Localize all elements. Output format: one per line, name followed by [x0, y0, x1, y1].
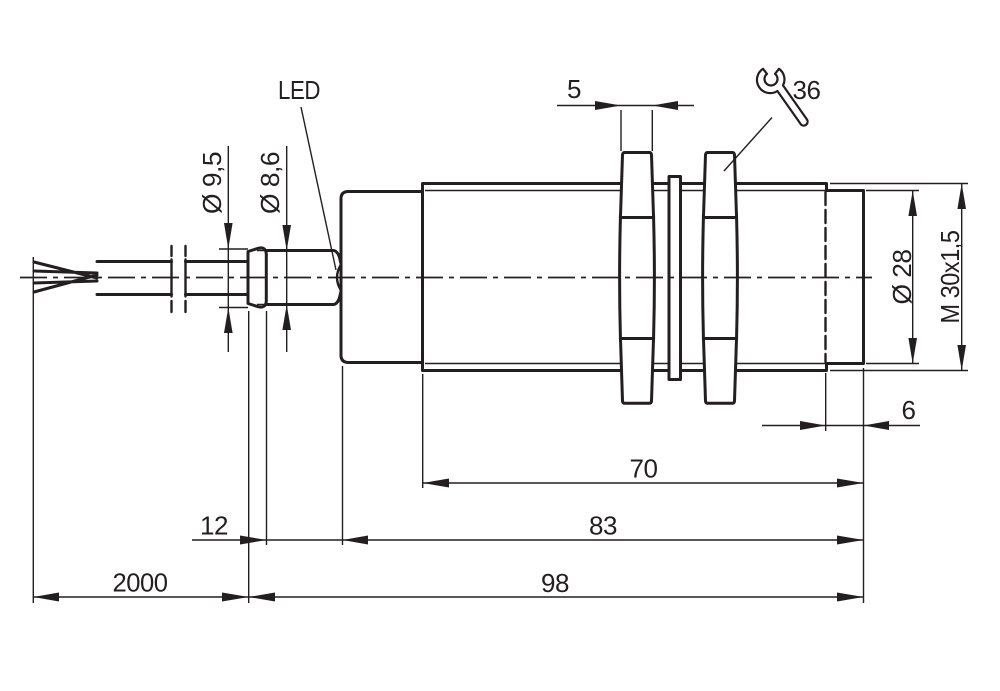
dim-gland-diameter: Ø 9,5: [197, 146, 248, 352]
dim-thread-length: 70: [422, 374, 864, 488]
dia-28-label: Ø 28: [887, 249, 917, 304]
dim-thread-spec: M 30x1,5: [830, 182, 968, 372]
dim-body-diameter: Ø 28: [866, 189, 919, 365]
wrench-size-label: 36: [793, 75, 821, 105]
dim-2000-label: 2000: [113, 568, 168, 598]
dim-98-label: 98: [541, 568, 569, 598]
dim-housing-and-stem-length: 12 83: [192, 311, 864, 545]
hex-nut-front: [701, 151, 739, 405]
dim-6-label: 6: [902, 395, 916, 425]
dim-70-label: 70: [630, 454, 658, 484]
cable: [95, 260, 250, 296]
dim-5-label: 5: [567, 74, 581, 104]
wrench-icon: [755, 67, 809, 127]
dim-end-offset: 6: [762, 373, 920, 431]
cable-break-marks: [170, 244, 187, 314]
dim-stem-diameter: Ø 8,6: [255, 146, 291, 352]
dia-9-5-label: Ø 9,5: [197, 152, 227, 214]
dim-83-label: 83: [589, 511, 617, 541]
led-label: LED: [278, 75, 320, 105]
wrench-callout: 36: [723, 67, 821, 172]
thread-spec-label: M 30x1,5: [935, 230, 965, 323]
dim-12-label: 12: [200, 511, 228, 541]
cable-wires: [32, 260, 99, 294]
dim-cable-and-total-length: 2000 98: [32, 257, 865, 603]
dia-8-6-label: Ø 8,6: [255, 152, 285, 214]
led-callout: LED: [278, 75, 337, 271]
dim-nut-width: 5: [557, 74, 694, 151]
